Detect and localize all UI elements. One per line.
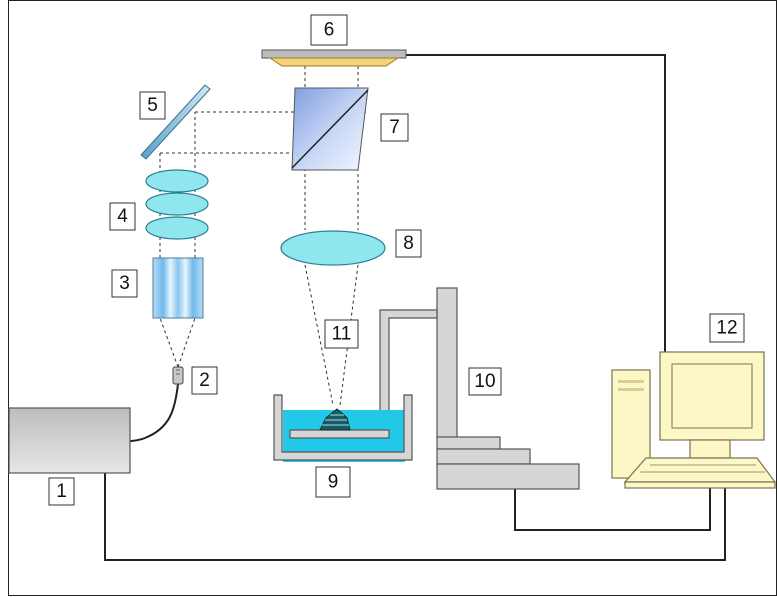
resin-vat bbox=[273, 394, 413, 462]
label-3: 3 bbox=[111, 269, 138, 298]
svg-text:11: 11 bbox=[332, 324, 352, 345]
svg-text:4: 4 bbox=[117, 206, 128, 227]
svg-text:2: 2 bbox=[199, 370, 210, 391]
beam-splitter-cube bbox=[291, 87, 369, 171]
mask-plate bbox=[261, 49, 407, 67]
projection-lens bbox=[280, 230, 386, 266]
label-11: 11 bbox=[324, 319, 359, 349]
svg-text:1: 1 bbox=[56, 481, 67, 502]
svg-text:7: 7 bbox=[389, 117, 400, 138]
filter bbox=[152, 257, 204, 319]
label-8: 8 bbox=[395, 229, 422, 258]
svg-text:12: 12 bbox=[716, 318, 737, 339]
condenser-lenses bbox=[145, 169, 209, 240]
svg-text:8: 8 bbox=[403, 233, 414, 254]
label-6: 6 bbox=[310, 14, 348, 46]
label-9: 9 bbox=[315, 466, 351, 498]
label-2: 2 bbox=[191, 366, 218, 395]
svg-text:10: 10 bbox=[474, 371, 495, 392]
svg-text:9: 9 bbox=[328, 472, 339, 493]
light-source bbox=[8, 407, 131, 474]
label-5: 5 bbox=[139, 91, 166, 120]
fiber-tip bbox=[172, 366, 184, 385]
computer bbox=[611, 351, 777, 489]
label-4: 4 bbox=[109, 202, 136, 231]
mirror bbox=[140, 84, 211, 160]
label-12: 12 bbox=[709, 313, 745, 343]
label-7: 7 bbox=[380, 113, 409, 142]
svg-text:6: 6 bbox=[324, 20, 335, 41]
label-10: 10 bbox=[468, 367, 502, 396]
svg-text:5: 5 bbox=[147, 95, 158, 116]
z-stage bbox=[379, 287, 580, 490]
diagram-frame bbox=[8, 0, 777, 596]
control-wires bbox=[104, 54, 726, 561]
svg-text:3: 3 bbox=[119, 273, 130, 294]
label-1: 1 bbox=[48, 477, 75, 506]
